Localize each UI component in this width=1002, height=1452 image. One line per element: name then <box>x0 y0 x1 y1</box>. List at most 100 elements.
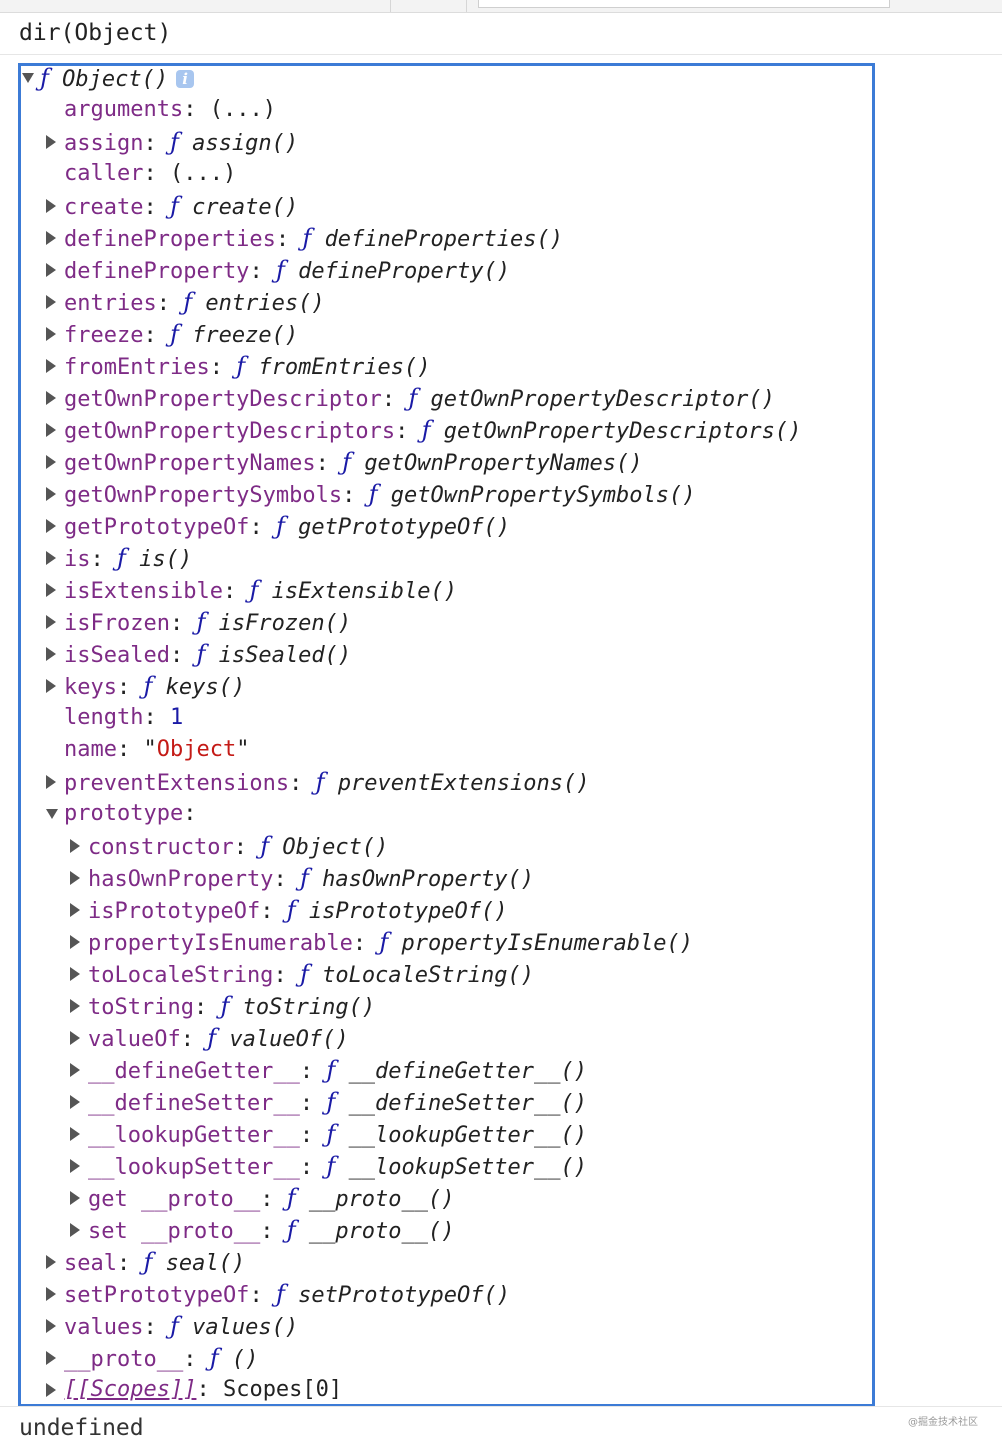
expand-toggle-icon[interactable] <box>70 1191 80 1205</box>
expand-toggle-icon[interactable] <box>46 135 56 149</box>
property-row[interactable]: __defineGetter__: ƒ __defineGetter__() <box>0 1054 1002 1086</box>
function-symbol: ƒ <box>169 128 179 156</box>
property-content: preventExtensions: ƒ preventExtensions() <box>64 766 589 800</box>
property-row[interactable]: prototype: <box>0 798 1002 830</box>
tree-root-row[interactable]: ƒ Object()i <box>0 62 1002 94</box>
property-row[interactable]: hasOwnProperty: ƒ hasOwnProperty() <box>0 862 1002 894</box>
property-row[interactable]: getOwnPropertyNames: ƒ getOwnPropertyNam… <box>0 446 1002 478</box>
expand-toggle-icon[interactable] <box>46 615 56 629</box>
expand-toggle-icon[interactable] <box>22 73 34 83</box>
info-icon[interactable]: i <box>176 70 195 88</box>
expand-toggle-icon[interactable] <box>46 359 56 373</box>
property-content: arguments: (...) <box>64 94 276 126</box>
property-colon: : <box>169 643 197 668</box>
function-symbol: ƒ <box>169 1312 179 1340</box>
property-value: Scopes[0] <box>222 1377 343 1402</box>
property-value: getOwnPropertyDescriptor() <box>430 387 775 412</box>
function-symbol: ƒ <box>286 1216 296 1244</box>
expand-toggle-icon[interactable] <box>46 1383 56 1397</box>
expand-toggle-icon[interactable] <box>46 519 56 533</box>
expand-toggle-icon[interactable] <box>46 231 56 245</box>
property-row[interactable]: __lookupSetter__: ƒ __lookupSetter__() <box>0 1150 1002 1182</box>
expand-toggle-icon[interactable] <box>46 423 56 437</box>
property-row[interactable]: is: ƒ is() <box>0 542 1002 574</box>
expand-toggle-icon[interactable] <box>70 1159 80 1173</box>
expand-toggle-icon[interactable] <box>70 1031 80 1045</box>
expand-toggle-icon[interactable] <box>46 647 56 661</box>
property-row[interactable]: isFrozen: ƒ isFrozen() <box>0 606 1002 638</box>
property-row[interactable]: fromEntries: ƒ fromEntries() <box>0 350 1002 382</box>
expand-toggle-icon[interactable] <box>46 551 56 565</box>
property-value: isExtensible() <box>271 579 458 604</box>
expand-toggle-icon[interactable] <box>46 263 56 277</box>
property-value: setPrototypeOf() <box>298 1283 510 1308</box>
property-row[interactable]: seal: ƒ seal() <box>0 1246 1002 1278</box>
expand-toggle-icon[interactable] <box>46 487 56 501</box>
property-row[interactable]: toLocaleString: ƒ toLocaleString() <box>0 958 1002 990</box>
property-content: propertyIsEnumerable: ƒ propertyIsEnumer… <box>88 926 693 960</box>
expand-toggle-icon[interactable] <box>46 1255 56 1269</box>
console-filter-input[interactable] <box>478 0 890 8</box>
property-row[interactable]: preventExtensions: ƒ preventExtensions() <box>0 766 1002 798</box>
property-row[interactable]: __proto__: ƒ () <box>0 1342 1002 1374</box>
property-row[interactable]: isSealed: ƒ isSealed() <box>0 638 1002 670</box>
property-value: getOwnPropertyNames() <box>364 451 643 476</box>
expand-toggle-icon[interactable] <box>70 1127 80 1141</box>
function-symbol: ƒ <box>326 1056 336 1084</box>
property-colon: : <box>273 867 300 892</box>
expand-toggle-icon[interactable] <box>46 455 56 469</box>
collapse-toggle-icon[interactable] <box>46 809 58 819</box>
property-key: __defineSetter__ <box>88 1091 300 1116</box>
property-row[interactable]: __lookupGetter__: ƒ __lookupGetter__() <box>0 1118 1002 1150</box>
expand-toggle-icon[interactable] <box>70 1223 80 1237</box>
expand-toggle-icon[interactable] <box>70 999 80 1013</box>
property-row[interactable]: set __proto__: ƒ __proto__() <box>0 1214 1002 1246</box>
property-row[interactable]: getOwnPropertySymbols: ƒ getOwnPropertyS… <box>0 478 1002 510</box>
property-row[interactable]: keys: ƒ keys() <box>0 670 1002 702</box>
property-row[interactable]: freeze: ƒ freeze() <box>0 318 1002 350</box>
function-symbol: ƒ <box>249 576 259 604</box>
expand-toggle-icon[interactable] <box>70 1095 80 1109</box>
property-row[interactable]: setPrototypeOf: ƒ setPrototypeOf() <box>0 1278 1002 1310</box>
expand-toggle-icon[interactable] <box>70 871 80 885</box>
object-tree: ƒ Object()i arguments: (...)assign: ƒ as… <box>0 62 1002 1406</box>
property-row[interactable]: defineProperty: ƒ defineProperty() <box>0 254 1002 286</box>
expand-toggle-icon[interactable] <box>46 1351 56 1365</box>
property-row[interactable]: getOwnPropertyDescriptor: ƒ getOwnProper… <box>0 382 1002 414</box>
console-result-line: undefined <box>0 1406 1002 1452</box>
property-row[interactable]: isPrototypeOf: ƒ isPrototypeOf() <box>0 894 1002 926</box>
expand-toggle-icon[interactable] <box>46 199 56 213</box>
property-row[interactable]: values: ƒ values() <box>0 1310 1002 1342</box>
expand-toggle-icon[interactable] <box>46 391 56 405</box>
property-row[interactable]: constructor: ƒ Object() <box>0 830 1002 862</box>
property-row[interactable]: entries: ƒ entries() <box>0 286 1002 318</box>
expand-toggle-icon[interactable] <box>70 903 80 917</box>
expand-toggle-icon[interactable] <box>46 327 56 341</box>
expand-toggle-icon[interactable] <box>46 1319 56 1333</box>
property-row[interactable]: valueOf: ƒ valueOf() <box>0 1022 1002 1054</box>
expand-toggle-icon[interactable] <box>46 679 56 693</box>
property-row[interactable]: get __proto__: ƒ __proto__() <box>0 1182 1002 1214</box>
property-row[interactable]: toString: ƒ toString() <box>0 990 1002 1022</box>
property-row[interactable]: isExtensible: ƒ isExtensible() <box>0 574 1002 606</box>
property-colon: : <box>90 547 117 572</box>
expand-toggle-icon[interactable] <box>46 775 56 789</box>
expand-toggle-icon[interactable] <box>70 935 80 949</box>
property-row[interactable]: propertyIsEnumerable: ƒ propertyIsEnumer… <box>0 926 1002 958</box>
property-row[interactable]: defineProperties: ƒ defineProperties() <box>0 222 1002 254</box>
expand-toggle-icon[interactable] <box>46 295 56 309</box>
property-value: defineProperties() <box>324 227 563 252</box>
property-row[interactable]: create: ƒ create() <box>0 190 1002 222</box>
property-row[interactable]: assign: ƒ assign() <box>0 126 1002 158</box>
property-row[interactable]: getPrototypeOf: ƒ getPrototypeOf() <box>0 510 1002 542</box>
expand-toggle-icon[interactable] <box>70 967 80 981</box>
property-row[interactable]: __defineSetter__: ƒ __defineSetter__() <box>0 1086 1002 1118</box>
expand-toggle-icon[interactable] <box>46 1287 56 1301</box>
expand-toggle-icon[interactable] <box>70 839 80 853</box>
function-symbol: ƒ <box>408 384 418 412</box>
function-symbol: ƒ <box>209 1344 219 1372</box>
property-row[interactable]: [[Scopes]]: Scopes[0] <box>0 1374 1002 1406</box>
property-row[interactable]: getOwnPropertyDescriptors: ƒ getOwnPrope… <box>0 414 1002 446</box>
expand-toggle-icon[interactable] <box>46 583 56 597</box>
expand-toggle-icon[interactable] <box>70 1063 80 1077</box>
